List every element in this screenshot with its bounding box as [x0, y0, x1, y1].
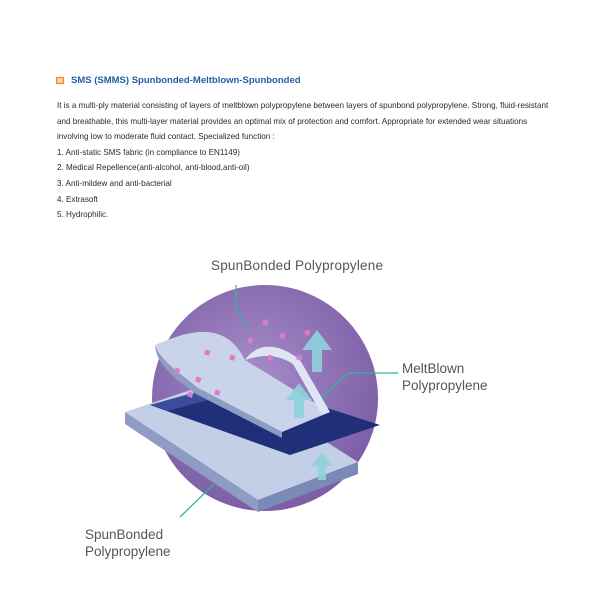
feature-item: 2. Medical Repellence(anti-alcohol, anti…	[57, 163, 250, 173]
label-bottom-spunbond: SpunBonded Polypropylene	[85, 526, 225, 560]
feature-item: 5. Hydrophilic.	[57, 210, 109, 220]
top-spunbond-edge	[155, 345, 282, 438]
orange-square-icon	[56, 76, 65, 85]
label-bottom-line2: Polypropylene	[85, 544, 171, 559]
bottom-spunbond-edge	[125, 412, 258, 512]
label-top-spunbond: SpunBonded Polypropylene	[211, 258, 384, 273]
label-meltblown-line1: MeltBlown	[402, 361, 465, 376]
content-body: It is a multi-ply material consisting of…	[57, 98, 557, 223]
top-spunbond-layer	[155, 331, 330, 432]
breathability-arrows	[286, 330, 333, 480]
label-meltblown-line2: Polypropylene	[402, 378, 488, 393]
top-spunbond-curl	[245, 346, 330, 415]
feature-item: 1. Anti-static SMS fabric (in compliance…	[57, 147, 240, 157]
bottom-spunbond-side	[258, 462, 358, 512]
feature-item: 3. Anti-mildew and anti-bacterial	[57, 178, 172, 188]
label-bottom-line1: SpunBonded	[85, 527, 164, 542]
section-title: SMS (SMMS) Spunbonded-Meltblown-Spunbond…	[71, 75, 301, 86]
leader-lines	[179, 285, 398, 518]
section-header: SMS (SMMS) Spunbonded-Meltblown-Spunbond…	[56, 75, 301, 86]
feature-list: 1. Anti-static SMS fabric (in compliance…	[57, 145, 557, 223]
description-paragraph: It is a multi-ply material consisting of…	[57, 101, 549, 142]
label-meltblown: MeltBlown Polypropylene	[402, 360, 542, 394]
sms-layer-diagram	[125, 285, 398, 518]
particle-dots	[174, 319, 311, 398]
feature-item: 4. Extrasoft	[57, 194, 98, 204]
